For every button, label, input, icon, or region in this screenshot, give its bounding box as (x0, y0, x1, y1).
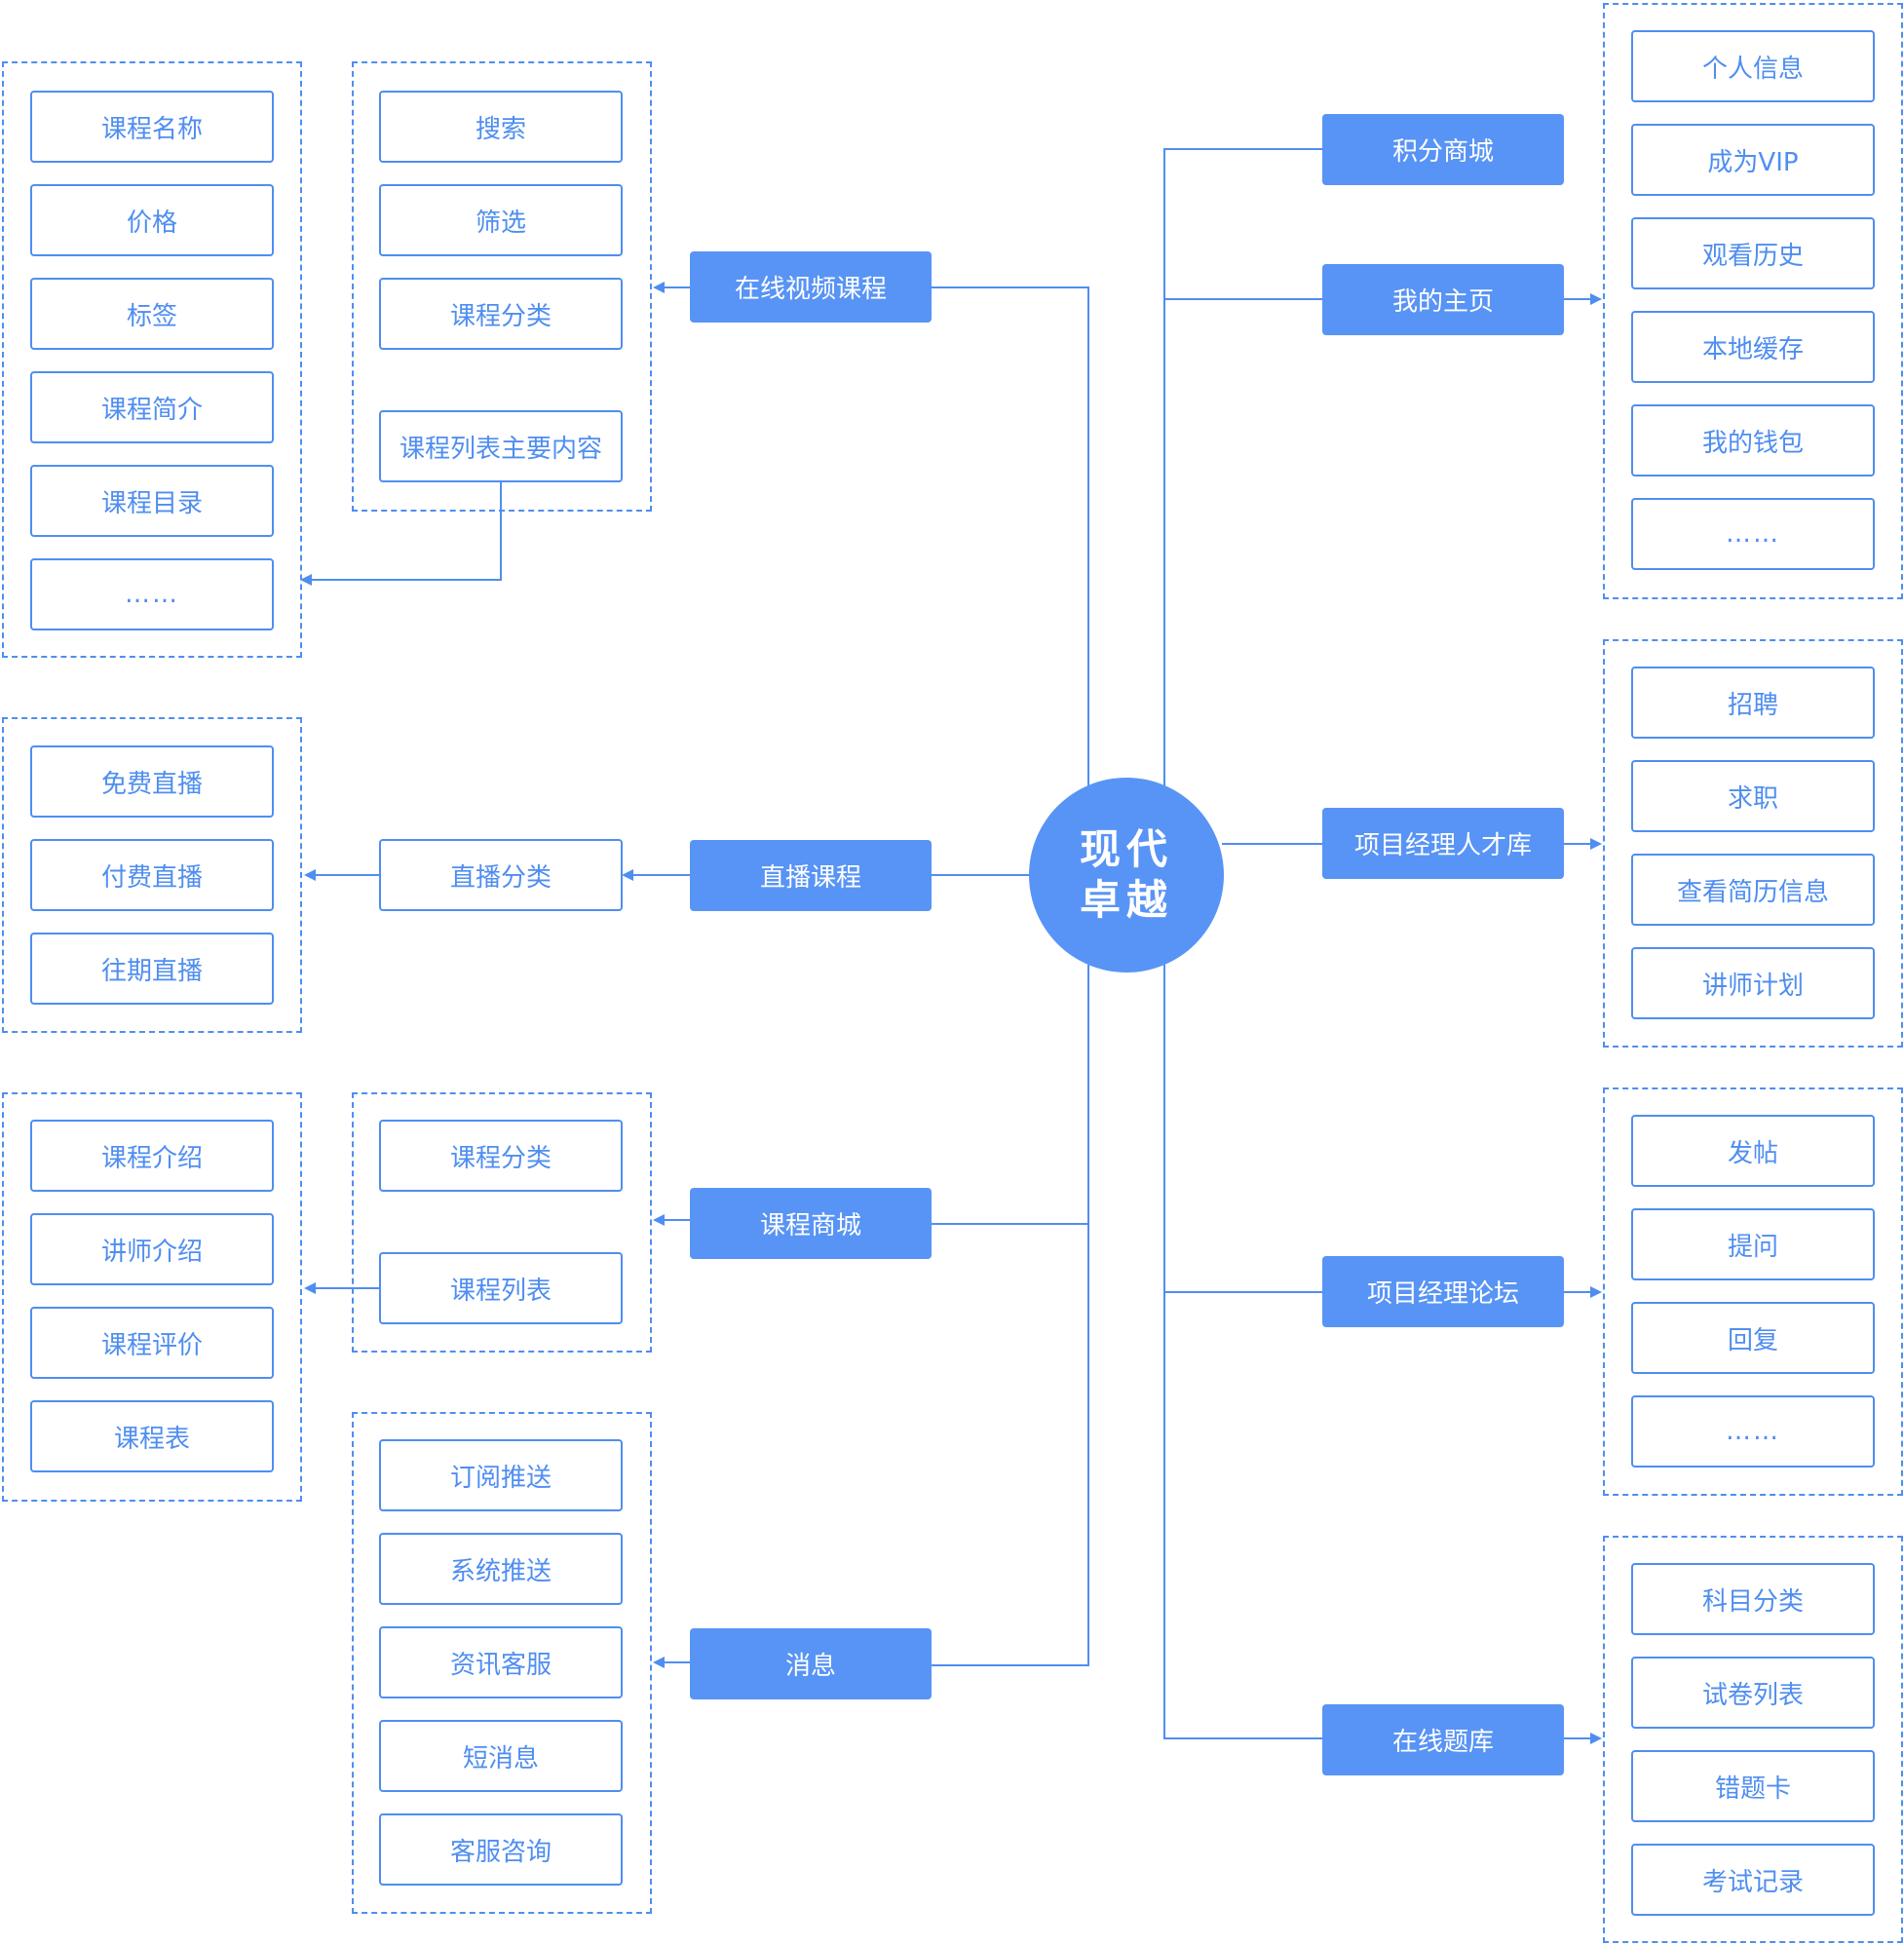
hub-message[interactable]: 消息 (690, 1628, 932, 1699)
leaf-subject-category[interactable]: 科目分类 (1631, 1563, 1875, 1635)
leaf-news-service[interactable]: 资讯客服 (379, 1626, 623, 1698)
leaf-more-course-details[interactable]: …… (30, 558, 274, 630)
link-message (932, 1224, 1089, 1666)
center-label-line2: 卓越 (1079, 876, 1173, 924)
leaf-course-intro[interactable]: 课程简介 (30, 371, 274, 443)
leaf-lecturer-plan[interactable]: 讲师计划 (1631, 947, 1875, 1019)
leaf-past-live[interactable]: 往期直播 (30, 933, 274, 1005)
right-trunk-line (1163, 148, 1322, 789)
leaf-watch-history[interactable]: 观看历史 (1631, 217, 1875, 289)
hub-talent-pool[interactable]: 项目经理人才库 (1322, 808, 1564, 879)
leaf-course-introduction[interactable]: 课程介绍 (30, 1120, 274, 1192)
leaf-course-name[interactable]: 课程名称 (30, 91, 274, 163)
leaf-mall-category[interactable]: 课程分类 (379, 1120, 623, 1192)
leaf-course-category[interactable]: 课程分类 (379, 278, 623, 350)
leaf-personal-info[interactable]: 个人信息 (1631, 30, 1875, 102)
hub-online-video-course[interactable]: 在线视频课程 (690, 251, 932, 323)
group-mall-items (352, 1092, 652, 1353)
hub-points-mall[interactable]: 积分商城 (1322, 114, 1564, 185)
leaf-search[interactable]: 搜索 (379, 91, 623, 163)
hub-question-bank[interactable]: 在线题库 (1322, 1704, 1564, 1775)
hub-live-course[interactable]: 直播课程 (690, 840, 932, 911)
group-message-items (352, 1412, 652, 1914)
hub-my-home[interactable]: 我的主页 (1322, 264, 1564, 335)
leaf-live-category[interactable]: 直播分类 (379, 839, 623, 911)
leaf-course-catalog[interactable]: 课程目录 (30, 465, 274, 537)
group-mall-details (2, 1092, 302, 1502)
group-course-tools (352, 61, 652, 512)
leaf-reply[interactable]: 回复 (1631, 1302, 1875, 1374)
left-trunk-line (932, 286, 1089, 789)
leaf-recruit[interactable]: 招聘 (1631, 667, 1875, 739)
leaf-course-list-main[interactable]: 课程列表主要内容 (379, 410, 623, 482)
leaf-mistake-card[interactable]: 错题卡 (1631, 1750, 1875, 1822)
center-label-line1: 现代 (1079, 825, 1173, 873)
group-my-home-items (1603, 3, 1903, 599)
leaf-view-resume[interactable]: 查看简历信息 (1631, 854, 1875, 926)
group-question-bank-items (1603, 1536, 1903, 1943)
leaf-my-wallet[interactable]: 我的钱包 (1631, 404, 1875, 477)
leaf-course-schedule[interactable]: 课程表 (30, 1400, 274, 1472)
leaf-more-my-home[interactable]: …… (1631, 498, 1875, 570)
leaf-course-review[interactable]: 课程评价 (30, 1307, 274, 1379)
leaf-ask[interactable]: 提问 (1631, 1208, 1875, 1280)
leaf-paid-live[interactable]: 付费直播 (30, 839, 274, 911)
link-forum (1163, 965, 1322, 1739)
arrow-list-to-details (300, 481, 502, 586)
leaf-local-cache[interactable]: 本地缓存 (1631, 311, 1875, 383)
leaf-customer-consult[interactable]: 客服咨询 (379, 1813, 623, 1886)
leaf-exam-record[interactable]: 考试记录 (1631, 1844, 1875, 1916)
link-mall (932, 965, 1089, 1225)
leaf-more-forum[interactable]: …… (1631, 1395, 1875, 1468)
center-node[interactable]: 现代 卓越 (1029, 778, 1224, 972)
leaf-free-live[interactable]: 免费直播 (30, 745, 274, 818)
leaf-lecturer-introduction[interactable]: 讲师介绍 (30, 1213, 274, 1285)
leaf-become-vip[interactable]: 成为VIP (1631, 124, 1875, 196)
leaf-post[interactable]: 发帖 (1631, 1115, 1875, 1187)
leaf-job-seeking[interactable]: 求职 (1631, 760, 1875, 832)
leaf-subscription-push[interactable]: 订阅推送 (379, 1439, 623, 1511)
group-talent-items (1603, 639, 1903, 1048)
group-course-details (2, 61, 302, 658)
leaf-short-message[interactable]: 短消息 (379, 1720, 623, 1792)
leaf-price[interactable]: 价格 (30, 184, 274, 256)
leaf-filter[interactable]: 筛选 (379, 184, 623, 256)
leaf-system-push[interactable]: 系统推送 (379, 1533, 623, 1605)
leaf-tags[interactable]: 标签 (30, 278, 274, 350)
group-live-items (2, 717, 302, 1033)
group-forum-items (1603, 1087, 1903, 1496)
leaf-paper-list[interactable]: 试卷列表 (1631, 1657, 1875, 1729)
hub-forum[interactable]: 项目经理论坛 (1322, 1256, 1564, 1327)
leaf-mall-list[interactable]: 课程列表 (379, 1252, 623, 1324)
hub-course-mall[interactable]: 课程商城 (690, 1188, 932, 1259)
